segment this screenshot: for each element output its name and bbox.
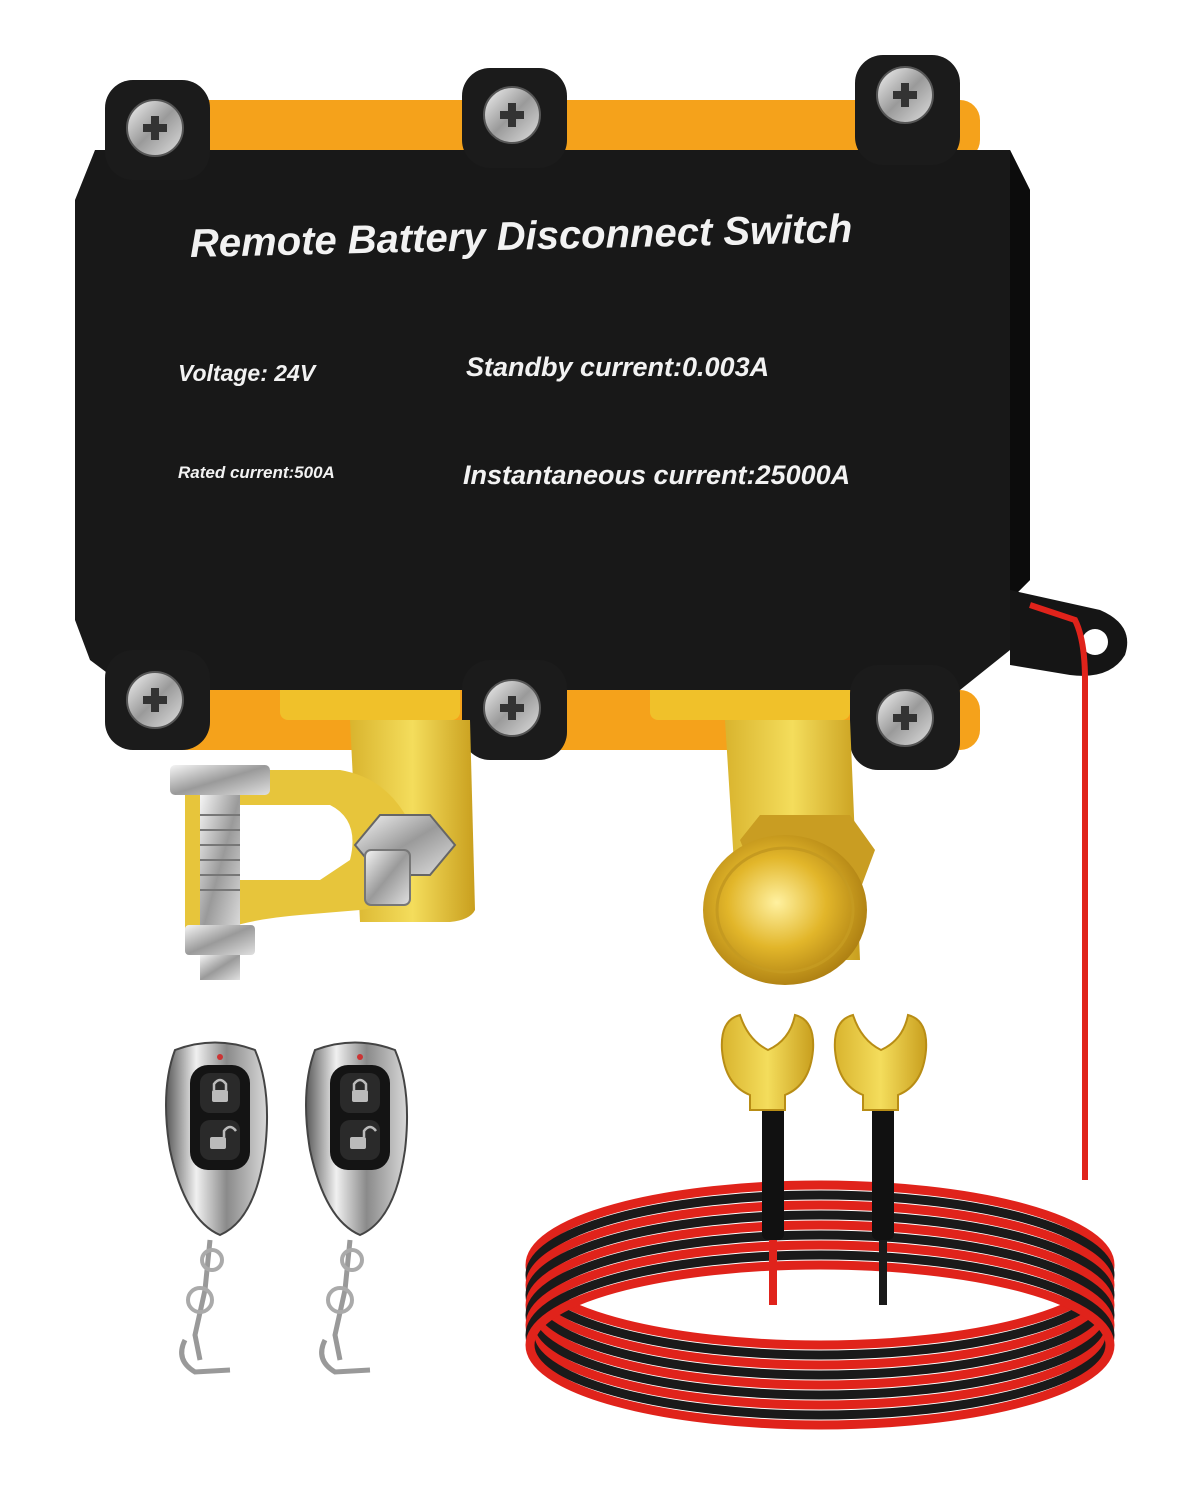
remote-control-right <box>305 1041 409 1375</box>
rated-current-spec: Rated current:500A <box>178 463 335 482</box>
lock-icon <box>212 1078 228 1102</box>
voltage-spec: Voltage: 24V <box>178 360 316 386</box>
fork-terminal-right <box>833 1013 928 1111</box>
standby-current-spec: Standby current:0.003A <box>466 352 770 382</box>
remote-control-left <box>165 1041 269 1375</box>
instantaneous-current-spec: Instantaneous current:25000A <box>463 460 851 490</box>
switch-housing <box>75 150 1128 690</box>
fork-terminal-left <box>720 1013 815 1111</box>
unlock-icon <box>210 1125 237 1149</box>
unlock-icon <box>350 1125 377 1149</box>
lock-icon <box>352 1078 368 1102</box>
negative-terminal-clamp <box>170 720 475 980</box>
phillips-screw-icon <box>126 66 934 747</box>
signal-wire <box>1029 602 1088 1180</box>
positive-terminal-knob <box>703 720 875 985</box>
terminal-leads <box>762 1100 894 1305</box>
cable-coil <box>525 1180 1115 1430</box>
